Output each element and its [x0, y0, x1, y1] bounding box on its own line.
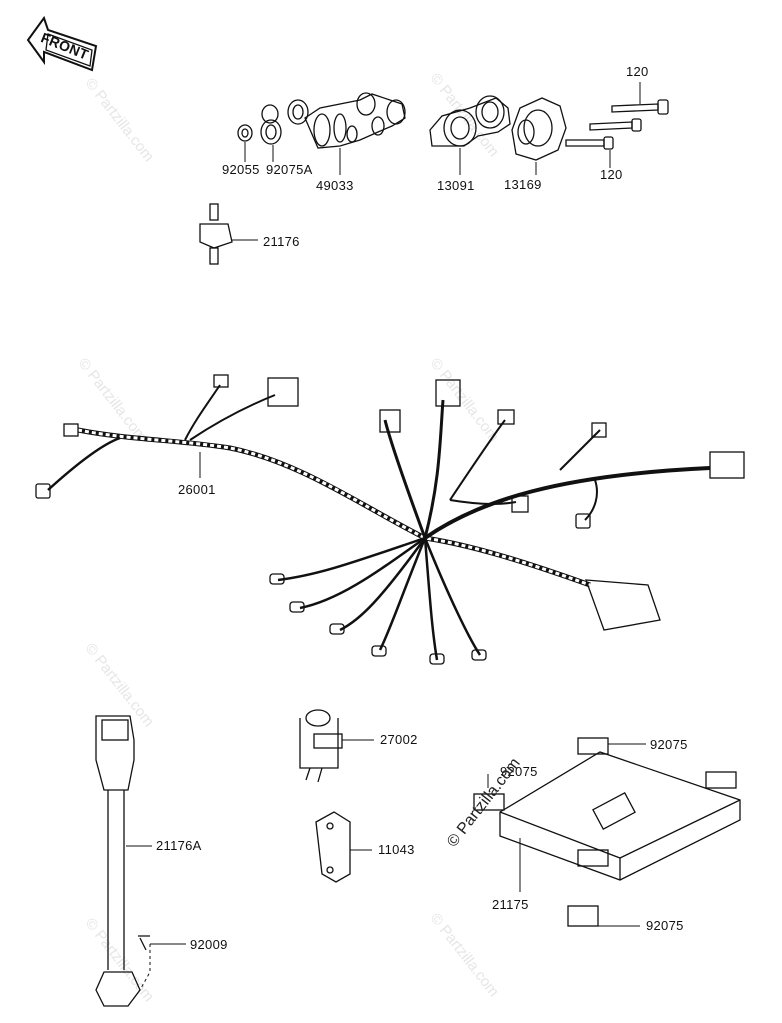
callout-92055: 92055	[222, 162, 260, 177]
bracket-11043	[315, 811, 372, 883]
sensor-21176A	[95, 715, 186, 1007]
callout-92075-left: 92075	[500, 764, 538, 779]
sensor-21176	[199, 203, 258, 265]
callout-21175: 21175	[492, 897, 529, 912]
bolt-120	[565, 82, 669, 168]
ecu-21175	[473, 737, 741, 927]
washer-92055	[237, 124, 253, 162]
callout-11043: 11043	[378, 842, 415, 857]
harness-connector	[35, 374, 745, 665]
callout-26001: 26001	[178, 482, 216, 497]
callout-13169: 13169	[504, 177, 542, 192]
wiring-harness-26001	[47, 384, 711, 661]
callout-120-bottom: 120	[600, 167, 623, 182]
front-arrow-icon	[26, 15, 98, 72]
callout-92075-bottom: 92075	[646, 918, 684, 933]
callout-13091: 13091	[437, 178, 475, 193]
callout-92075A: 92075A	[266, 162, 313, 177]
callout-120-top: 120	[626, 64, 649, 79]
callout-49033: 49033	[316, 178, 354, 193]
callout-92075-top: 92075	[650, 737, 688, 752]
gasket-13169	[511, 97, 567, 175]
callout-27002: 27002	[380, 732, 418, 747]
ring-92075A	[260, 104, 282, 162]
relay-27002	[299, 709, 374, 783]
callout-21176A: 21176A	[156, 838, 202, 853]
switch-49033	[287, 92, 406, 175]
callout-21176: 21176	[263, 234, 300, 249]
callout-92009: 92009	[190, 937, 228, 952]
collar-13091	[429, 95, 511, 175]
